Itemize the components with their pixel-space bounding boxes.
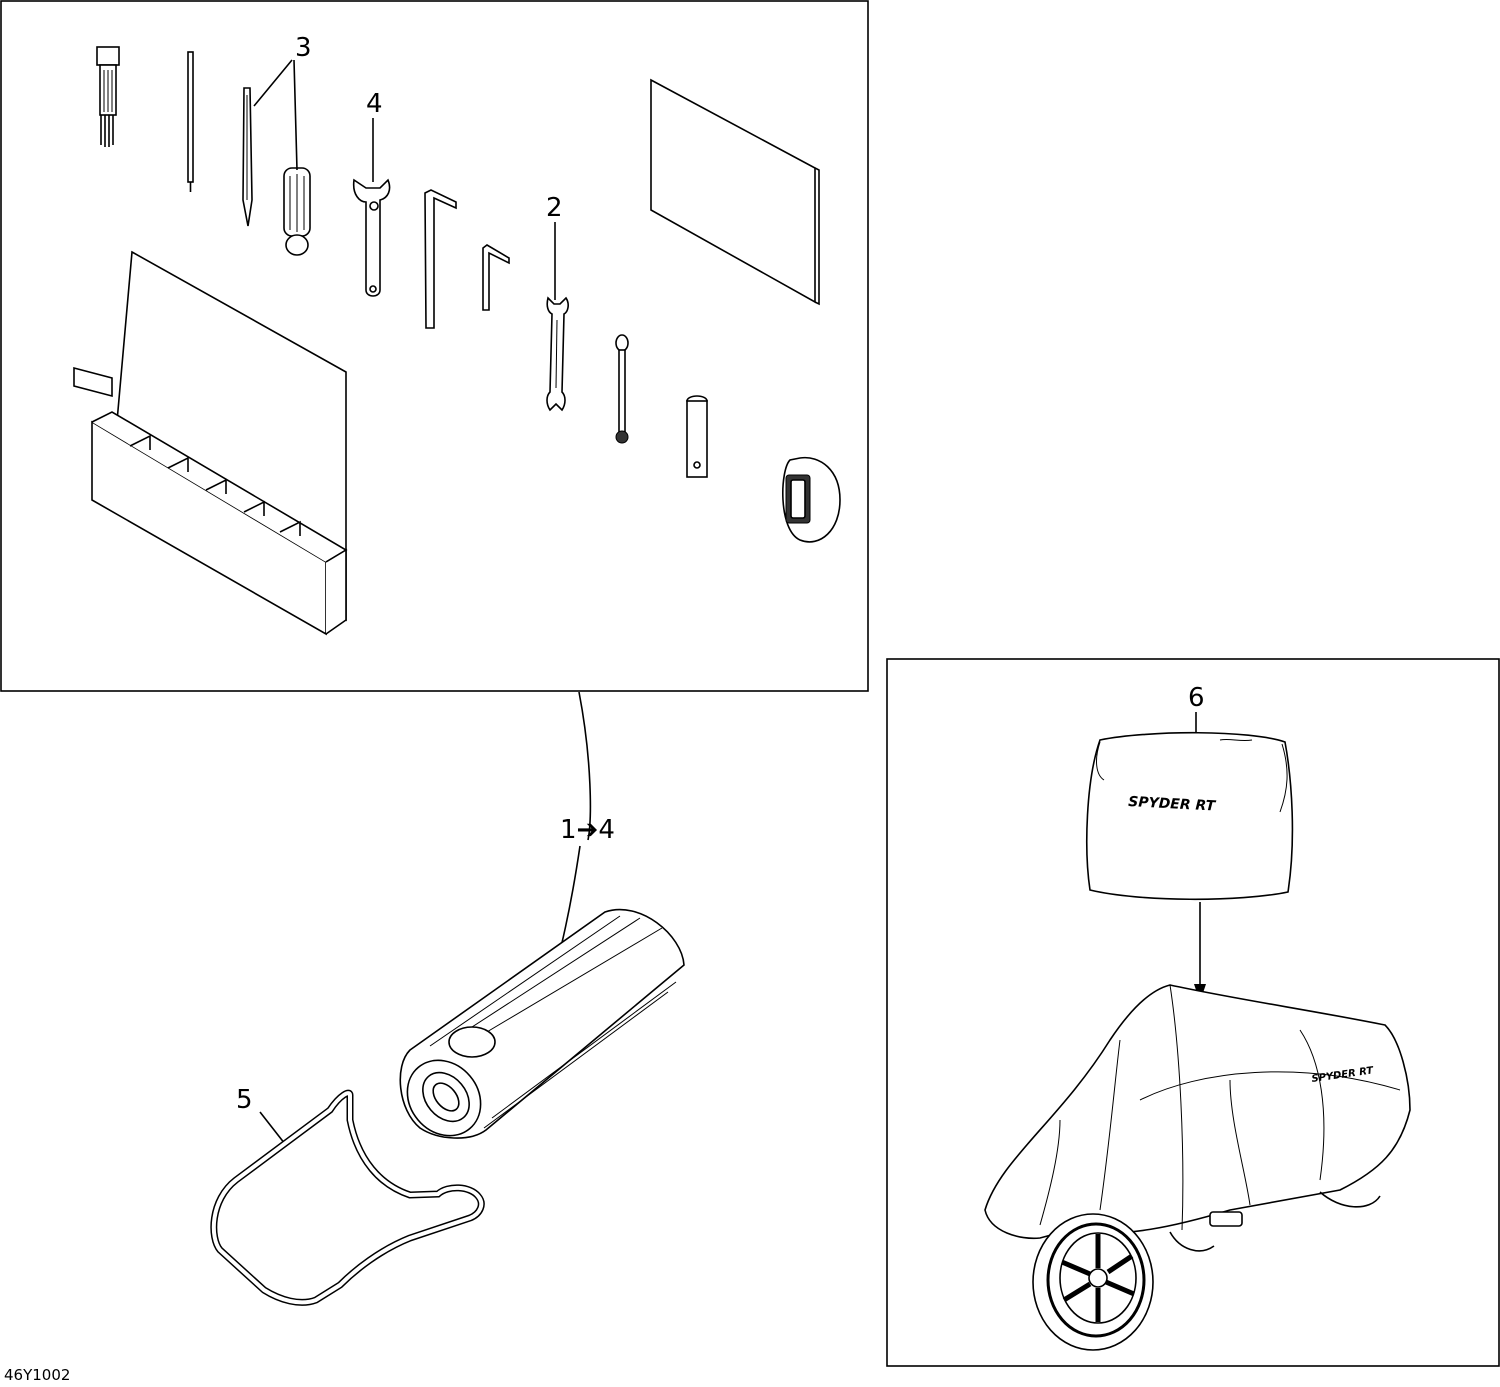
cover-panel-frame [886, 658, 1500, 1367]
open-end-wrench [546, 296, 569, 412]
covered-vehicle: SPYDER RT [984, 984, 1411, 1351]
drawing-code: 46Y1002 [4, 1366, 70, 1384]
callout-5-leader [259, 1111, 286, 1145]
callout-5: 5 [236, 1085, 253, 1115]
tool-pouch [399, 908, 685, 1139]
callout-4: 4 [366, 89, 383, 119]
socket-bit-tool [96, 46, 120, 147]
screwdriver-bit-long [187, 51, 194, 192]
tool-kit-panel-frame [0, 0, 869, 692]
fuse-puller [782, 456, 841, 543]
tube-socket-wrench [686, 395, 708, 478]
cover-bag-logo: SPYDER RT [1128, 794, 1217, 815]
folded-cover-bag: SPYDER RT [1086, 731, 1294, 901]
operator-card [650, 78, 816, 304]
screwdriver-bit-phillips [242, 87, 253, 227]
allen-key-small [482, 244, 510, 311]
kit-leader-line [578, 691, 592, 841]
screwdriver-handle [283, 167, 311, 256]
callout-3: 3 [295, 33, 312, 63]
allen-key-large [424, 189, 457, 329]
callout-6: 6 [1188, 683, 1205, 713]
spanner-wrench [352, 178, 391, 297]
callout-2: 2 [546, 193, 563, 223]
tool-kit-contents: 3 4 2 [73, 33, 841, 636]
tool-kit-folder [73, 250, 348, 636]
gasket-inner [211, 1091, 484, 1305]
combination-wrench [615, 334, 629, 444]
callout-3-leader [253, 59, 298, 171]
callout-1-4: 1➔4 [560, 815, 615, 845]
